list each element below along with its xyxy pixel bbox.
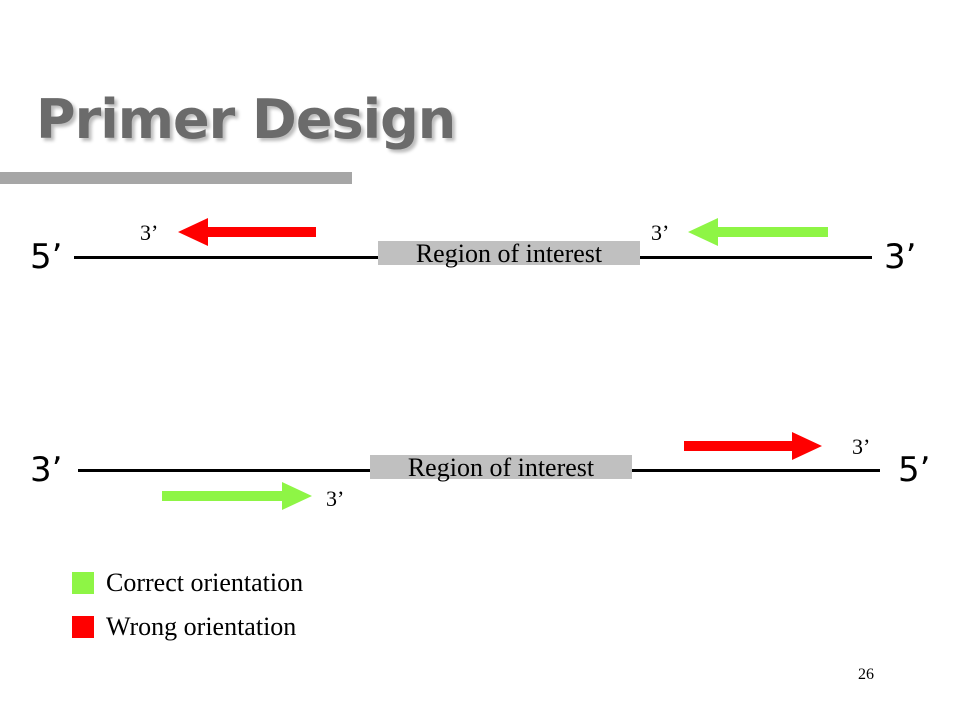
- top-wrong-primer-arrow-shape: [178, 218, 316, 246]
- bottom-wrong-primer-arrow-shape: [684, 432, 822, 460]
- bottom-wrong-primer-arrow: [684, 432, 822, 460]
- bottom-strand-left-end: 3’: [30, 450, 63, 490]
- page-number: 26: [858, 666, 874, 683]
- top-strand-line-left: [74, 256, 378, 259]
- top-correct-primer-arrow: [688, 218, 828, 246]
- top-wrong-primer-arrow: [178, 218, 316, 246]
- top-strand-left-end: 5’: [30, 237, 63, 277]
- bottom-correct-primer-arrow: [162, 482, 312, 510]
- top-wrong-primer-3prime-label: 3’: [140, 220, 159, 245]
- legend-correct-label: Correct orientation: [106, 568, 304, 597]
- top-correct-primer-3prime-label: 3’: [651, 220, 670, 245]
- bottom-correct-primer-arrow-shape: [162, 482, 312, 510]
- bottom-correct-primer-3prime-label: 3’: [326, 486, 345, 511]
- top-region-of-interest: Region of interest: [378, 241, 640, 267]
- legend-correct-swatch: [72, 572, 94, 594]
- title-underline-bar: [0, 172, 352, 184]
- bottom-strand-right-end: 5’: [898, 450, 931, 490]
- bottom-wrong-primer-3prime-label: 3’: [852, 434, 871, 459]
- bottom-strand-line-left: [78, 469, 370, 472]
- bottom-region-of-interest: Region of interest: [370, 455, 632, 481]
- legend-wrong-label: Wrong orientation: [106, 612, 297, 641]
- top-strand-line-right: [640, 256, 872, 259]
- legend-wrong-swatch: [72, 616, 94, 638]
- slide-title: Primer Design: [36, 88, 456, 151]
- top-strand-right-end: 3’: [884, 237, 917, 277]
- bottom-strand-line-right: [632, 469, 880, 472]
- top-correct-primer-arrow-shape: [688, 218, 828, 246]
